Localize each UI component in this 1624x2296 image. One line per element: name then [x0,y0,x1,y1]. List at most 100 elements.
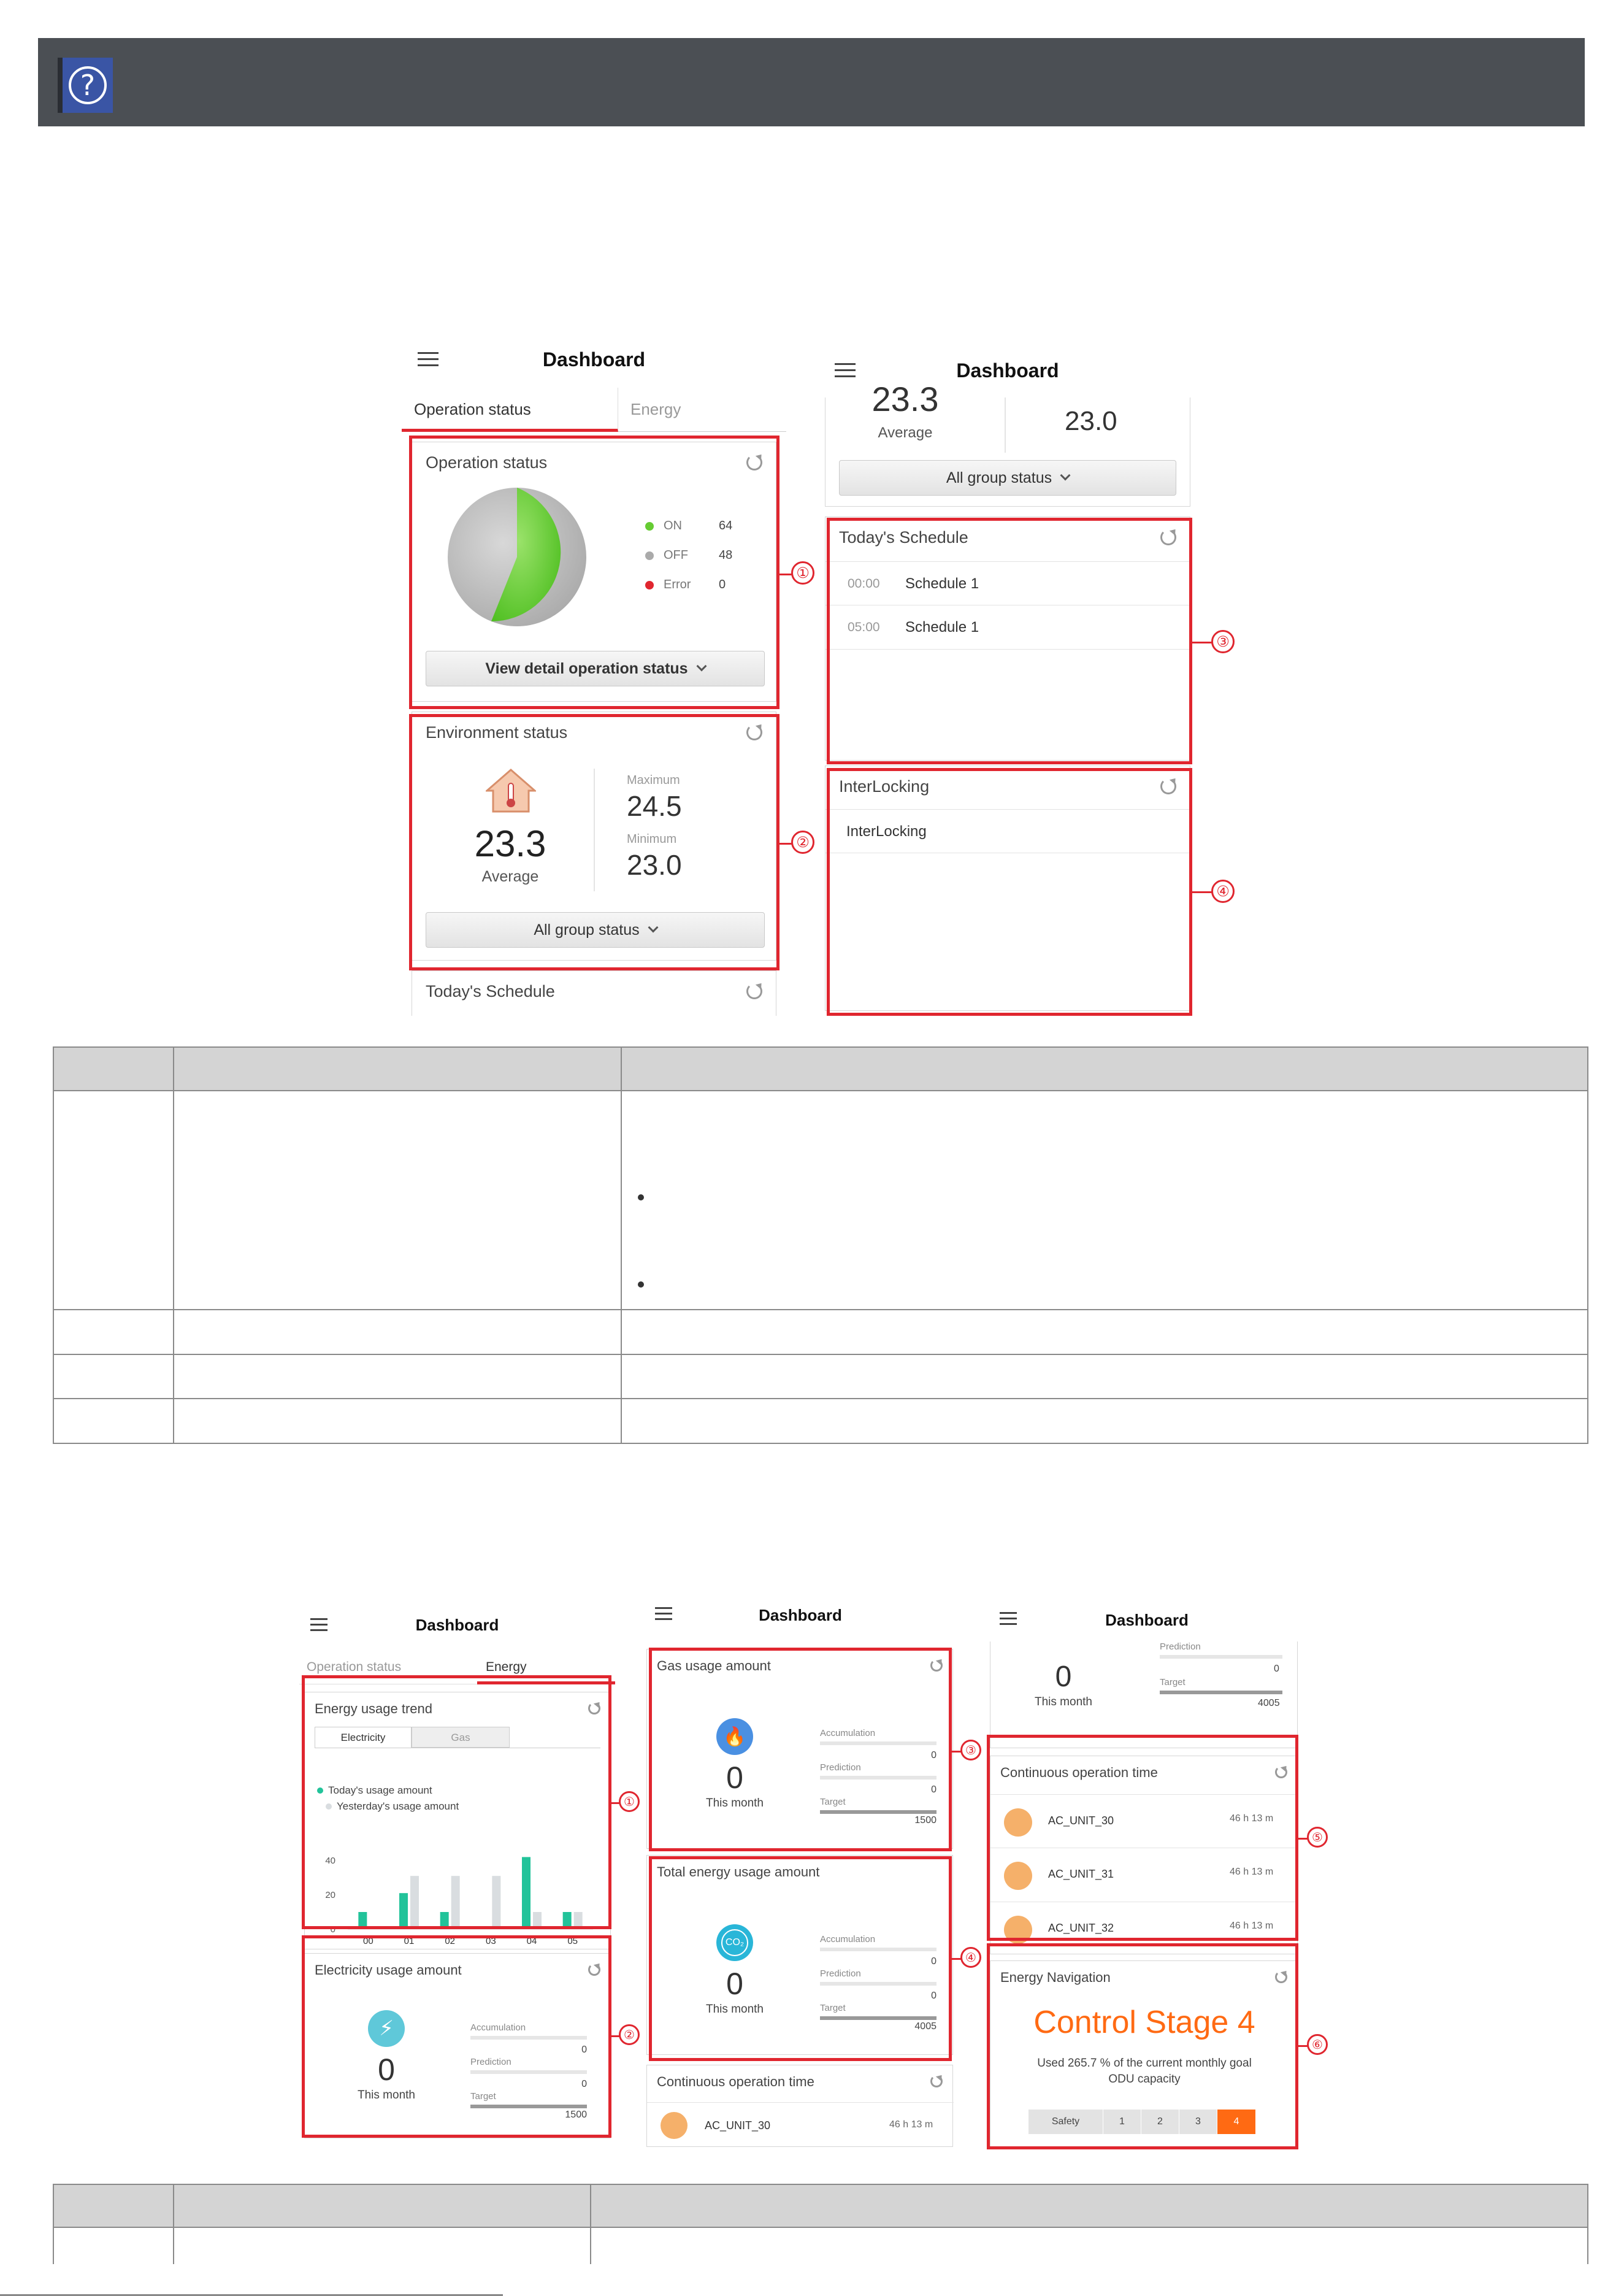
min-value: 23.0 [1065,406,1117,436]
all-group-status-button[interactable]: All group status [839,460,1176,496]
callout-line [1192,891,1217,893]
unit-row[interactable]: AC_UNIT_30 46 h 13 m [990,1794,1298,1848]
callout-3b: ③ [960,1740,981,1760]
subtab-electricity[interactable]: Electricity [315,1727,412,1748]
stat-bar [1160,1691,1282,1694]
yesterday-dot-icon [326,1803,332,1810]
page-title: Dashboard [415,1616,499,1634]
menu-icon[interactable] [655,1607,672,1622]
legend-label: Today's usage amount [328,1784,432,1796]
page-title: Dashboard [1105,1611,1189,1629]
step-label: 1 [1119,2116,1125,2127]
interlocking-row[interactable]: InterLocking [825,809,1191,853]
tab-operation-status[interactable]: Operation status [402,388,618,432]
stat-value: 0 [931,1956,936,1967]
refresh-icon[interactable] [930,2075,943,2087]
step-4-active[interactable]: 4 [1217,2110,1255,2134]
help-button[interactable]: ? [58,58,113,113]
legend-value: 64 [719,519,733,532]
highlight-box-4 [827,768,1192,1016]
refresh-icon[interactable] [746,724,762,740]
legend-label: OFF [664,548,688,562]
all-group-status-button[interactable]: All group status [426,912,765,948]
step-1[interactable]: 1 [1103,2110,1141,2134]
refresh-icon[interactable] [746,455,762,470]
refresh-icon[interactable] [1275,1971,1287,1983]
month-value: 0 [726,1760,743,1795]
highlight-box-7 [649,1648,952,1851]
tab-energy[interactable]: Energy [477,1650,615,1684]
button-label: All group status [946,469,1052,486]
step-3[interactable]: 3 [1179,2110,1217,2134]
step-2[interactable]: 2 [1141,2110,1179,2134]
unit-name: AC_UNIT_30 [705,2119,771,2132]
month-value: 0 [1055,1661,1072,1693]
min-value: 23.0 [627,849,682,881]
interlocking-name: InterLocking [846,823,927,840]
highlight-box-10 [987,1943,1298,2149]
bar-today-01 [399,1893,408,1929]
ac-unit-icon [1004,1808,1032,1837]
view-detail-button[interactable]: View detail operation status [426,651,765,686]
tab-label: Energy [486,1660,527,1674]
bar-today-00 [358,1912,367,1929]
bar-yesterday-02 [451,1876,460,1929]
card-title: Continuous operation time [657,2074,814,2089]
refresh-icon[interactable] [930,1659,943,1672]
callout-line [1298,2045,1313,2047]
x-tick-label: 01 [404,1936,415,1946]
lightning-icon: ⚡ [368,2010,405,2047]
todays-schedule-card-peek: Today's Schedule [412,970,776,1016]
refresh-icon[interactable] [588,1702,600,1714]
callout-line [952,1958,967,1960]
unit-row[interactable]: AC_UNIT_31 46 h 13 m [990,1848,1298,1902]
card-title: Total energy usage amount [657,1864,820,1879]
energy-navigation-card: Energy Navigation Control Stage 4 Used 2… [990,1960,1298,2147]
month-value: 0 [726,1967,743,2001]
pie-slice-on [491,488,561,622]
unit-name: AC_UNIT_31 [1048,1868,1114,1880]
refresh-icon[interactable] [1160,778,1176,794]
legend-label: Yesterday's usage amount [337,1800,459,1812]
menu-icon[interactable] [835,363,856,378]
subtab-gas[interactable]: Gas [412,1727,510,1748]
target-total: 4005 [914,2021,936,2032]
refresh-icon[interactable] [1275,1766,1287,1778]
unit-time: 46 h 13 m [889,2119,933,2130]
stat-label: Target [1160,1677,1185,1687]
highlight-box-6 [302,1935,611,2138]
chevron-down-icon [1060,470,1071,481]
tab-bar: Operation status Energy [402,388,786,432]
refresh-icon[interactable] [1160,529,1176,545]
y-tick-label: 20 [325,1890,335,1900]
menu-icon[interactable] [1000,1612,1017,1627]
todays-schedule-card: Today's Schedule 00:00 Schedule 1 05:00 … [825,516,1191,761]
callout-3: ③ [1211,630,1235,653]
callout-line [952,1751,967,1753]
menu-icon[interactable] [418,352,439,367]
target-total: 1500 [565,2110,587,2120]
schedule-row[interactable]: 05:00 Schedule 1 [825,605,1191,650]
error-dot-icon [645,581,654,589]
tab-bar: Operation status Energy [299,1650,615,1684]
app-header: Dashboard [819,348,1197,391]
menu-icon[interactable] [310,1618,327,1633]
refresh-icon[interactable] [746,983,762,999]
refresh-icon[interactable] [588,1964,600,1976]
schedule-row[interactable]: 00:00 Schedule 1 [825,561,1191,605]
callout-4b: ④ [960,1947,981,1968]
month-label: This month [1035,1695,1092,1708]
card-title: Today's Schedule [839,528,968,547]
legend-value: 48 [719,548,733,562]
highlight-box-1 [409,436,779,709]
tab-operation-status[interactable]: Operation status [299,1650,477,1684]
stat-bar [820,1982,936,1986]
continuous-operation-card-peek: Continuous operation time AC_UNIT_30 46 … [646,2065,954,2147]
divider [1005,397,1006,453]
tab-energy[interactable]: Energy [618,388,786,432]
bar-today-02 [440,1912,449,1929]
ac-unit-icon [1004,1862,1032,1890]
step-safety[interactable]: Safety [1028,2110,1103,2134]
screen-gas-total: Dashboard Gas usage amount 🔥 0 This mont… [644,1595,957,2147]
